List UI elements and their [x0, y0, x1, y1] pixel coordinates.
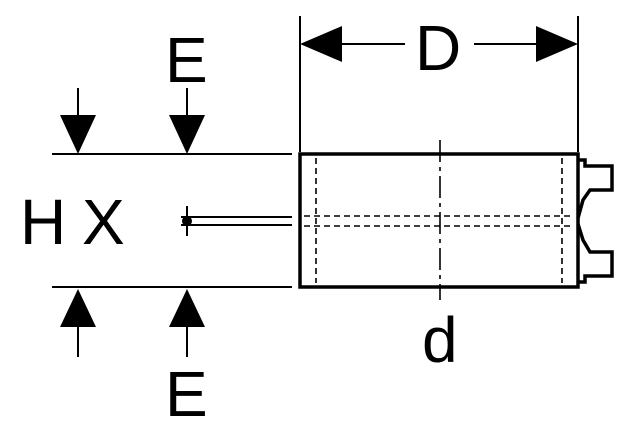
arrow-down-icon [60, 115, 96, 154]
end-connector-outline [576, 158, 614, 284]
arrow-up-icon [169, 289, 205, 327]
axis-marker-group [181, 206, 292, 236]
dimension-e-top-group: E [60, 24, 208, 154]
label-e-bottom: E [165, 358, 208, 430]
label-d-lower: d [422, 304, 458, 376]
part-body-outline [298, 152, 580, 289]
label-x: X [82, 186, 125, 258]
dimension-d-group: D [299, 12, 579, 152]
part-body-group [298, 140, 614, 300]
arrow-right-icon [536, 26, 578, 62]
arrow-up-icon [60, 289, 96, 327]
arrow-down-icon [169, 115, 205, 154]
label-h: H [20, 186, 66, 258]
dimension-e-bottom-group: E [60, 289, 208, 430]
arrow-left-icon [300, 26, 342, 62]
label-e-top: E [165, 24, 208, 96]
label-d-upper: D [415, 12, 461, 84]
